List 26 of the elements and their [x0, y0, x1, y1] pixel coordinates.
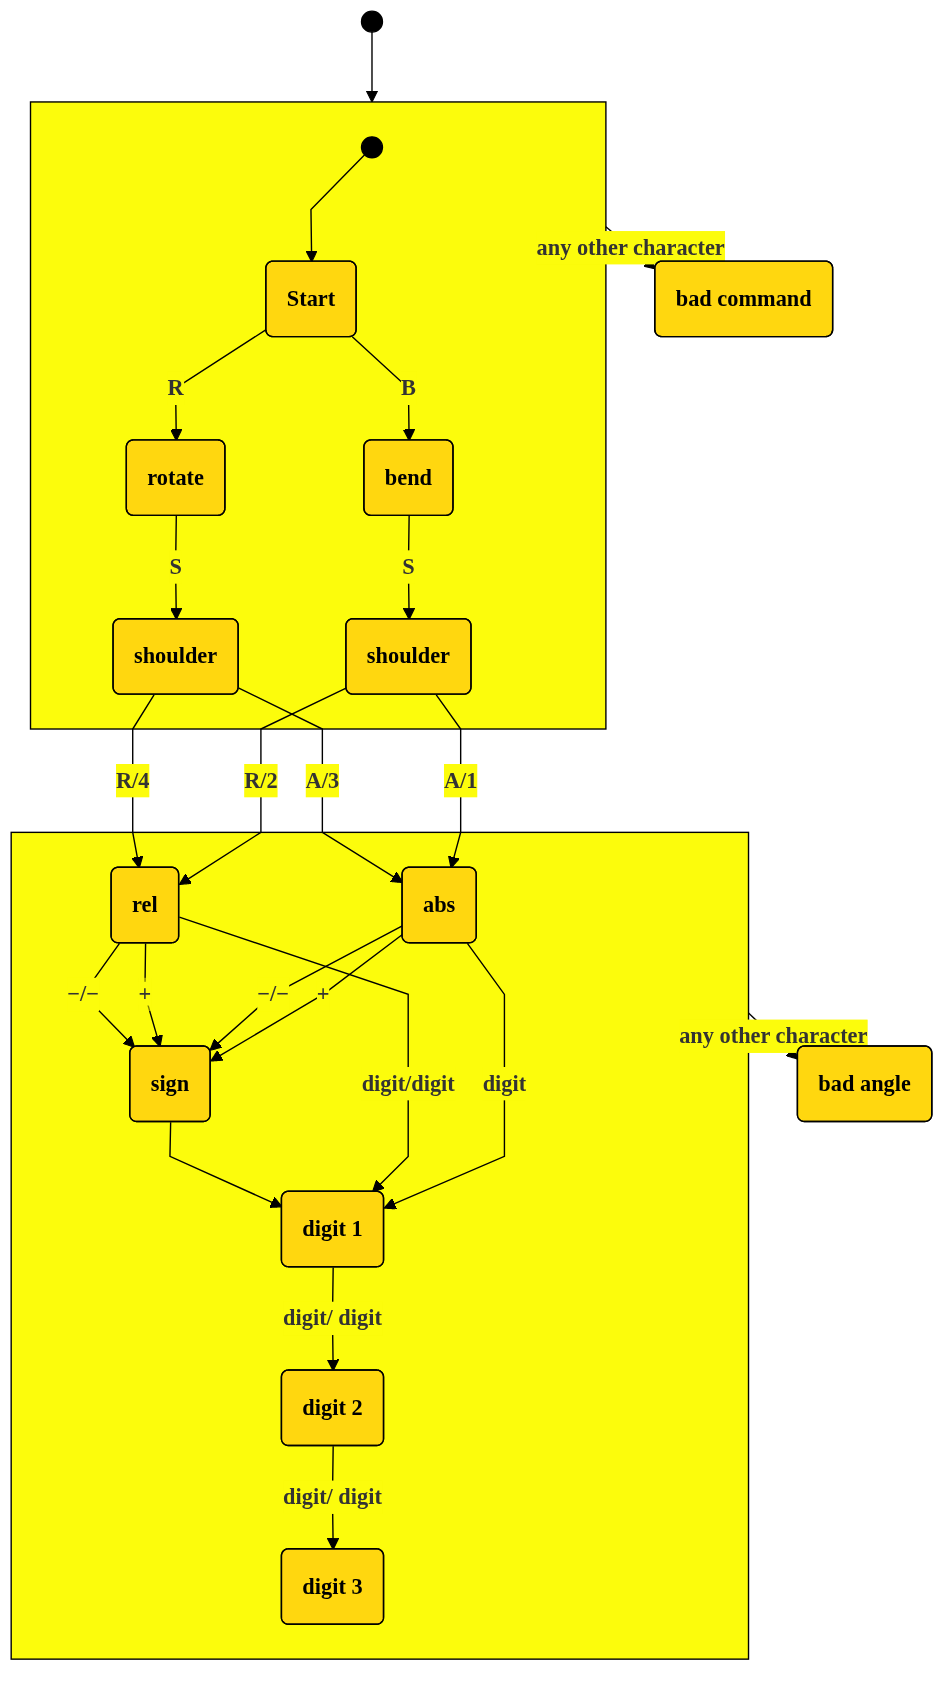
arrow — [383, 942, 506, 1210]
edge-label: digit/digit — [361, 1071, 455, 1095]
edge-label: digit — [482, 1071, 527, 1095]
edge-label: any other character — [679, 1023, 868, 1048]
edge-label: A/3 — [305, 768, 340, 792]
edge-label: −/− — [257, 981, 289, 1006]
edge-label: digit/ digit — [283, 1305, 382, 1330]
edge-label: any other character — [536, 235, 725, 259]
edge-label: digit/ digit — [283, 1484, 382, 1509]
node-circle — [360, 136, 384, 159]
arrow — [305, 154, 366, 263]
edge-label: R/4 — [115, 768, 150, 792]
edge-label: + — [138, 981, 152, 1006]
arrow — [402, 515, 416, 620]
edge-label: A/1 — [443, 768, 478, 792]
arrow — [144, 942, 163, 1048]
arrow — [178, 916, 409, 1193]
edge-label: R — [167, 375, 184, 400]
edge-label: B — [400, 375, 416, 400]
edge-label: S — [402, 554, 415, 579]
edge-label: S — [169, 554, 182, 579]
node-circle — [360, 10, 384, 33]
arrow — [365, 31, 379, 103]
edge-label: R/2 — [244, 768, 278, 792]
edge-label: −/− — [67, 981, 99, 1006]
edge-label: + — [316, 981, 330, 1006]
